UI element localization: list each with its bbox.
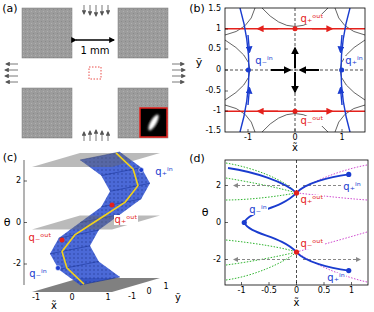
tick-label: 0 bbox=[292, 134, 297, 142]
point-label: q₊ⁱⁿ bbox=[342, 182, 361, 192]
axis-label: θ bbox=[4, 217, 11, 228]
point-label: q₋ᵒᵘᵗ bbox=[300, 116, 325, 126]
point-label: q₋ᵒᵘᵗ bbox=[28, 233, 53, 243]
panel-a bbox=[5, 5, 185, 141]
panel-b bbox=[225, 8, 365, 132]
point-label: q₋ⁱⁿ bbox=[248, 205, 267, 215]
axis-label: ỹ bbox=[196, 57, 203, 68]
panel-letter: (c) bbox=[3, 152, 18, 163]
tick-label: 1 bbox=[349, 287, 354, 295]
tick-label: 1 bbox=[339, 134, 344, 142]
tick-label: 0.5 bbox=[318, 287, 331, 295]
tick-label: 0 bbox=[216, 66, 221, 74]
panel-c bbox=[24, 152, 160, 292]
axis-label: x̃ bbox=[51, 301, 57, 311]
tick-label: 0 bbox=[69, 294, 74, 302]
tick-label: 1 bbox=[105, 294, 110, 302]
tick-label: -1.5 bbox=[205, 127, 221, 135]
tick-label: -0.5 bbox=[261, 287, 277, 295]
point-label: q₊ᵒᵘᵗ bbox=[114, 215, 139, 225]
point-label: q₋ⁱⁿ bbox=[28, 269, 47, 279]
tick-label: 1.5 bbox=[208, 5, 221, 13]
panel-letter: (d) bbox=[189, 153, 205, 164]
point-label: q₊ⁱⁿ bbox=[154, 167, 173, 177]
axis-label: x̃ bbox=[292, 143, 298, 153]
scale-label: 1 mm bbox=[80, 46, 109, 56]
tick-label: -1 bbox=[238, 287, 246, 295]
tick-label: 2 bbox=[16, 177, 21, 185]
tick-label: -1 bbox=[32, 294, 40, 302]
point-label: q₊ᵒᵘᵗ bbox=[300, 14, 325, 24]
panel-letter: (a) bbox=[2, 3, 17, 14]
tick-label: 0 bbox=[16, 219, 21, 227]
tick-label: 0 bbox=[146, 288, 151, 296]
panel-d bbox=[225, 160, 368, 285]
tick-label: -2 bbox=[213, 256, 221, 264]
point-label: q₊ⁱⁿ bbox=[326, 273, 345, 283]
tick-label: 2 bbox=[216, 182, 221, 190]
point-label: q₊ᵒᵘᵗ bbox=[300, 195, 325, 205]
panel-letter: (b) bbox=[189, 3, 205, 14]
point-label: q₊ⁱⁿ bbox=[344, 56, 363, 66]
tick-label: 0 bbox=[294, 287, 299, 295]
tick-label: 1 bbox=[216, 25, 221, 33]
tick-label: -1 bbox=[213, 107, 221, 115]
tick-label: 1 bbox=[163, 283, 168, 291]
tick-label: 0.5 bbox=[208, 45, 221, 53]
axis-label: θ bbox=[202, 207, 209, 218]
axis-label: x̃ bbox=[294, 298, 300, 308]
tick-label: -2 bbox=[13, 260, 21, 268]
point-label: q₋ᵒᵘᵗ bbox=[300, 239, 325, 249]
axis-label: ỹ bbox=[175, 293, 181, 303]
tick-label: 0 bbox=[216, 219, 221, 227]
tick-label: -0.5 bbox=[205, 87, 221, 95]
point-label: q₋ⁱⁿ bbox=[254, 56, 273, 66]
tick-label: -1 bbox=[244, 134, 252, 142]
tick-label: -1 bbox=[128, 293, 136, 301]
